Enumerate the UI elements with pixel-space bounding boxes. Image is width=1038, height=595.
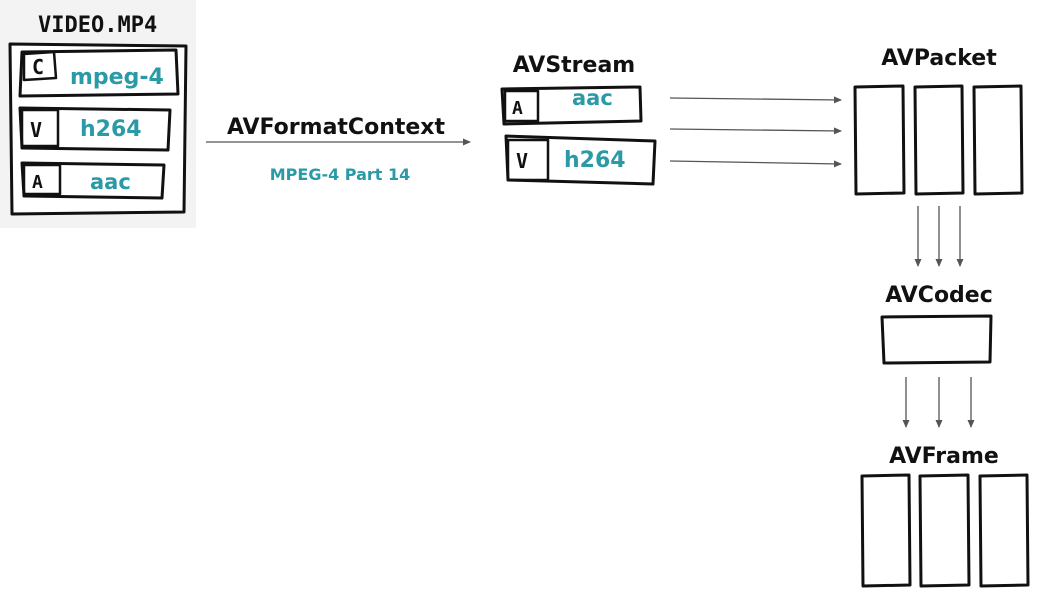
av-frame: AVFrame [860, 444, 1030, 588]
video-file-container: VIDEO.MP4 C mpeg-4 V h264 A aac [0, 0, 196, 228]
stream-video: V h264 [504, 134, 657, 186]
av-stream: AVStream A aac V h264 [500, 53, 657, 186]
tag-box [22, 163, 62, 196]
format-context: AVFormatContext MPEG-4 Part 14 [206, 115, 471, 184]
packet-slot [913, 84, 965, 196]
tag-box [20, 108, 60, 148]
codec-box [880, 314, 993, 365]
row-box [18, 48, 180, 98]
codec-title: AVCodec [885, 283, 993, 308]
stream-to-packet-arrow [669, 127, 842, 135]
frame-slot [978, 473, 1030, 588]
av-codec: AVCodec [880, 283, 993, 365]
file-row-audio: A aac [20, 161, 166, 200]
frame-title: AVFrame [889, 444, 999, 469]
file-row-video: V h264 [18, 106, 172, 152]
av-packet: AVPacket [853, 46, 1024, 196]
row-value: mpeg-4 [70, 65, 164, 90]
frame-slot [918, 473, 971, 588]
stream-title: AVStream [513, 53, 635, 78]
tag-box [506, 138, 550, 182]
row-value: h264 [80, 117, 142, 142]
tag-box [503, 89, 540, 123]
file-name: VIDEO.MP4 [38, 13, 157, 38]
stream-tag: V [516, 149, 528, 173]
packet-slot [972, 84, 1024, 196]
stream-to-packet-arrow [669, 160, 842, 168]
stream-tag: A [512, 98, 523, 119]
tag-box [22, 50, 58, 82]
row-tag: C [32, 55, 44, 79]
stream-to-packet-arrow [669, 96, 842, 104]
stream-audio: A aac [500, 85, 643, 126]
format-context-title: AVFormatContext [227, 115, 445, 140]
format-context-subtitle: MPEG-4 Part 14 [270, 165, 411, 184]
stream-value: aac [572, 86, 613, 110]
packet-slot [853, 84, 906, 196]
file-row-container: C mpeg-4 [18, 48, 180, 98]
row-value: aac [90, 170, 131, 194]
row-tag: V [30, 118, 42, 142]
row-tag: A [32, 172, 43, 193]
stream-value: h264 [564, 148, 626, 173]
frame-slot [860, 473, 912, 588]
packet-title: AVPacket [881, 46, 997, 71]
